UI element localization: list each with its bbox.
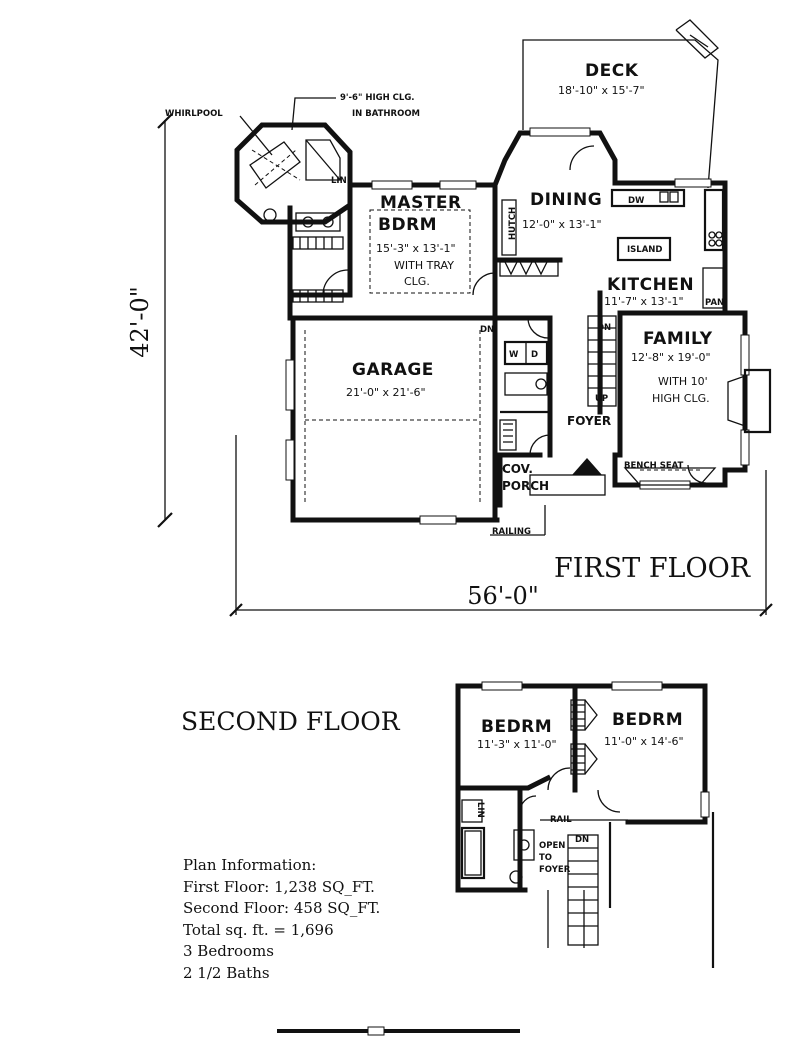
laundry-area (499, 340, 550, 451)
open-to-foyer-line3: FOYER (539, 865, 571, 875)
second-floor-windows (481, 681, 710, 818)
laundry-dn-label: DN (480, 325, 494, 335)
family-label: FAMILY (643, 329, 713, 349)
porch-label-line2: PORCH (502, 479, 549, 493)
master-note2: CLG. (404, 275, 430, 288)
plan-info-baths: 2 1/2 Baths (183, 963, 270, 982)
door-swings (322, 145, 707, 484)
bench-seat-label: BENCH SEAT (624, 461, 684, 471)
dw-label: DW (628, 196, 645, 206)
first-floor-stairs (587, 315, 617, 407)
deck-label: DECK (585, 61, 639, 81)
plan-info-second-floor: Second Floor: 458 SQ_FT. (183, 899, 381, 917)
plan-info-total: Total sq. ft. = 1,696 (183, 920, 334, 939)
second-dn-label: DN (575, 835, 589, 845)
foyer-label: FOYER (567, 414, 611, 428)
whirlpool-label: WHIRLPOOL (165, 109, 223, 119)
width-dimension: 56'-0" (467, 582, 539, 610)
plan-info-heading: Plan Information: (183, 856, 317, 874)
deck-size: 18'-10" x 15'-7" (558, 84, 645, 97)
plan-info-bedrooms: 3 Bedrooms (183, 942, 274, 960)
bench-seat (623, 467, 717, 486)
garage-details (304, 330, 481, 505)
dryer-label: D (531, 350, 538, 360)
porch-area (490, 458, 606, 536)
plan-info-first-floor: First Floor: 1,238 SQ_FT. (183, 877, 375, 896)
first-floor-title: FIRST FLOOR (554, 553, 751, 584)
deck-outline (522, 19, 719, 189)
dining-size: 12'-0" x 13'-1" (522, 218, 602, 231)
bedroom2-label: BEDRM (612, 710, 683, 730)
rail-label: RAIL (550, 815, 572, 825)
master-bath-octagon (234, 122, 353, 232)
bedroom2-size: 11'-0" x 14'-6" (604, 735, 684, 748)
open-to-foyer-line1: OPEN (539, 841, 565, 851)
porch-label-line1: COV. (502, 462, 533, 476)
lin-label: LIN (331, 176, 347, 186)
garage-label: GARAGE (352, 360, 434, 380)
family-size: 12'-8" x 19'-0" (631, 351, 711, 364)
bottom-bar (277, 1026, 520, 1036)
second-floor-title: SECOND FLOOR (181, 707, 401, 736)
second-lin-label: LIN (475, 802, 485, 818)
ceiling-note-line2: IN BATHROOM (352, 109, 420, 119)
railing-label: RAILING (492, 527, 531, 537)
washer-label: W (509, 350, 519, 360)
tray-ceiling-outline (369, 209, 471, 294)
kitchen-details (501, 188, 725, 309)
dimension-lines (157, 113, 773, 617)
ceiling-note-line1: 9'-6" HIGH CLG. (340, 93, 415, 103)
island-label: ISLAND (627, 245, 662, 255)
master-note1: WITH TRAY (394, 259, 454, 272)
kitchen-label: KITCHEN (607, 275, 694, 295)
whirlpool-leader (239, 115, 273, 156)
stair-up-label: UP (595, 394, 608, 404)
second-floor-plan: BEDRM 11'-3" x 11'-0" BEDRM 11'-0" x 14'… (181, 681, 715, 968)
stair-dn-label: DN (597, 323, 611, 333)
fireplace (727, 368, 772, 434)
second-floor-bath (460, 799, 535, 884)
master-label-line2: BDRM (378, 215, 437, 235)
open-to-foyer-line2: TO (539, 853, 552, 863)
second-floor-walls (455, 683, 715, 968)
pan-label: PAN (705, 298, 724, 308)
kitchen-size: 11'-7" x 13'-1" (604, 295, 684, 308)
second-floor-door-swings (519, 767, 621, 813)
second-floor-closets (570, 699, 598, 775)
bedroom1-size: 11'-3" x 11'-0" (477, 738, 557, 751)
closets (292, 236, 559, 303)
plan-information: Plan Information: First Floor: 1,238 SQ_… (183, 855, 413, 984)
garage-size: 21'-0" x 21'-6" (346, 386, 426, 399)
depth-dimension: 42'-0" (126, 286, 154, 358)
family-note1: WITH 10' (658, 375, 708, 388)
family-note2: HIGH CLG. (652, 392, 710, 405)
ceiling-note-leader (291, 97, 336, 131)
dining-label: DINING (530, 190, 602, 210)
second-floor-stairs (540, 819, 628, 946)
master-label-line1: MASTER (380, 193, 462, 213)
first-floor-plan: DECK 18'-10" x 15'-7" DINING 12'-0" x 13… (126, 19, 773, 617)
hutch-label: HUTCH (508, 207, 518, 240)
master-size: 15'-3" x 13'-1" (376, 242, 456, 255)
bedroom1-label: BEDRM (481, 717, 552, 737)
